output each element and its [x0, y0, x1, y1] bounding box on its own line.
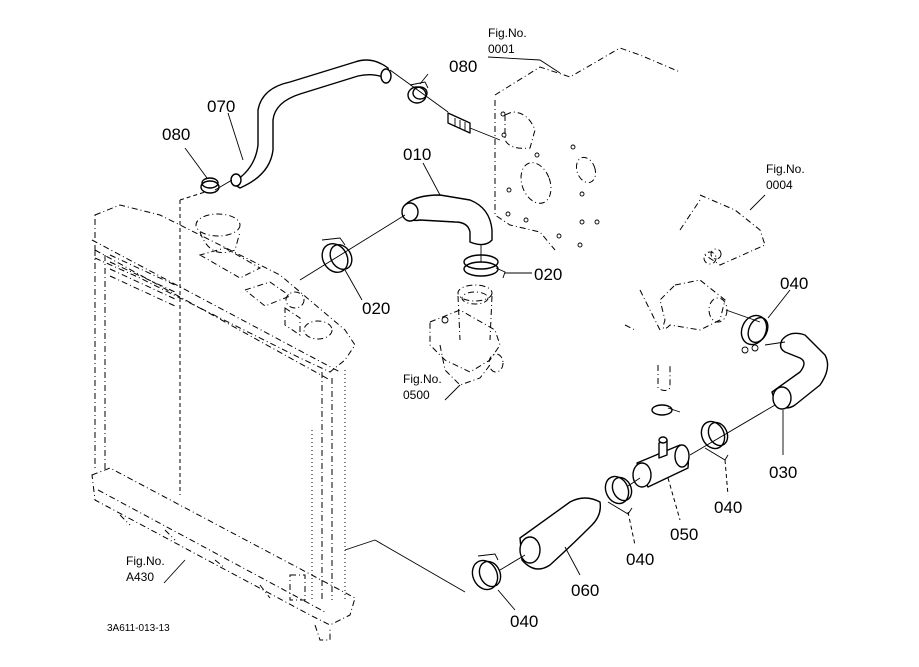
- radiator: [91, 191, 356, 641]
- callout-070: 070: [207, 97, 235, 116]
- fig-ref-0500-number: 0500: [403, 388, 430, 402]
- thermostat-housing: [429, 284, 504, 386]
- callout-080-left: 080: [162, 125, 190, 144]
- leader-lines: [163, 56, 791, 611]
- assembly-axes: [214, 69, 786, 593]
- callout-020-left: 020: [362, 299, 390, 318]
- hose-060: [519, 497, 602, 570]
- drawing-code: 3A611-013-13: [107, 623, 170, 634]
- callout-020-right: 020: [534, 265, 562, 284]
- figure-refs: Fig.No. 0001 Fig.No. 0004 Fig.No. 0500 F…: [126, 26, 805, 584]
- fig-ref-0004-number: 0004: [766, 178, 793, 192]
- fig-ref-0001-title: Fig.No.: [488, 26, 527, 40]
- fig-ref-A430: Fig.No. A430: [126, 554, 165, 584]
- callout-040-mid-right: 040: [714, 498, 742, 517]
- engine-block: [447, 47, 681, 251]
- hose-070: [230, 59, 392, 189]
- callout-060: 060: [571, 581, 599, 600]
- callout-010: 010: [403, 145, 431, 164]
- callout-labels: 010 020 020 030 040 040 040 040 050 060 …: [162, 57, 808, 631]
- callout-040-mid: 040: [626, 550, 654, 569]
- callout-050: 050: [670, 525, 698, 544]
- clamps: [200, 81, 769, 591]
- fig-ref-0500: Fig.No. 0500: [403, 372, 442, 402]
- callout-080-right: 080: [449, 57, 477, 76]
- fig-ref-0001: Fig.No. 0001: [488, 26, 527, 56]
- callout-040-top: 040: [780, 274, 808, 293]
- hose-030: [771, 332, 829, 410]
- fig-ref-0004-title: Fig.No.: [766, 162, 805, 176]
- fig-ref-A430-number: A430: [126, 570, 154, 584]
- pipe-050: [632, 436, 690, 488]
- fig-ref-0001-number: 0001: [488, 42, 515, 56]
- hose-010: [401, 194, 493, 246]
- callout-030: 030: [769, 463, 797, 482]
- callout-040-bottom: 040: [510, 612, 538, 631]
- fig-ref-0500-title: Fig.No.: [403, 372, 442, 386]
- fig-ref-A430-title: Fig.No.: [126, 554, 165, 568]
- water-pump: [624, 194, 766, 416]
- fig-ref-0004: Fig.No. 0004: [766, 162, 805, 192]
